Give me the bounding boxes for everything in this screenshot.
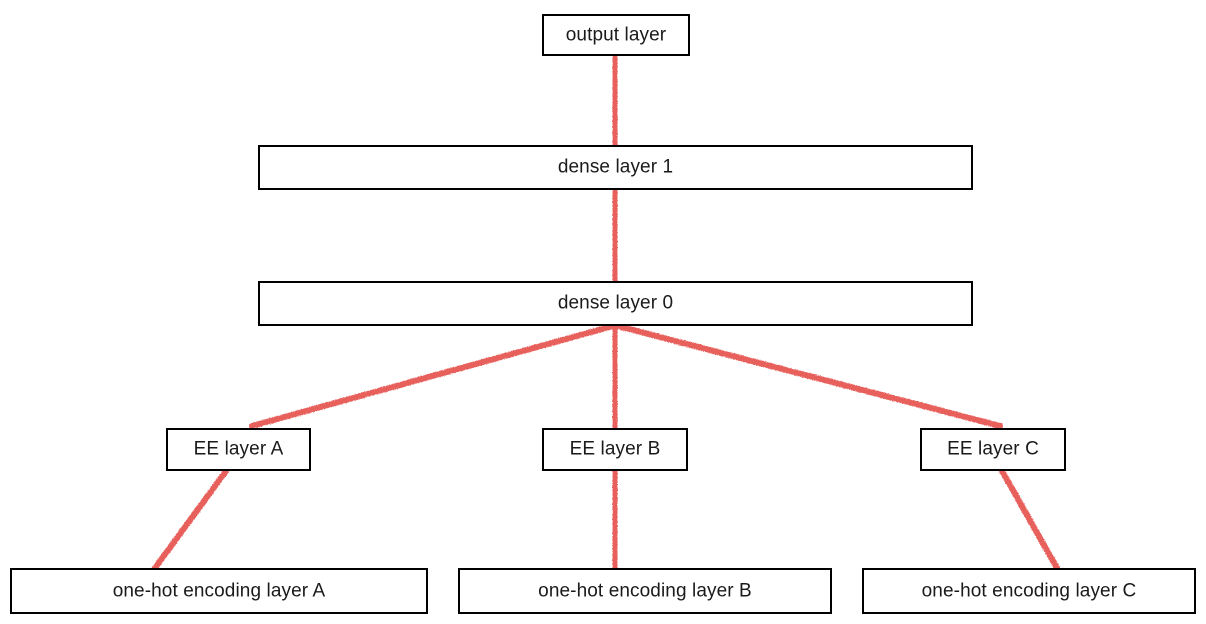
- node-label: one-hot encoding layer B: [538, 580, 752, 601]
- e-dense0-ee_a: [249, 323, 616, 429]
- e-ee_c-onehot_c: [999, 468, 1060, 571]
- node-label: dense layer 1: [557, 156, 674, 178]
- node-one-hot-encoding-layer-b[interactable]: one-hot encoding layer B: [458, 568, 832, 614]
- e-dense0-ee_c: [615, 323, 1003, 429]
- node-ee-layer-b[interactable]: EE layer B: [542, 428, 688, 471]
- node-label: EE layer C: [947, 438, 1039, 460]
- node-ee-layer-c[interactable]: EE layer C: [920, 428, 1066, 471]
- e-ee_a-onehot_a: [152, 468, 229, 571]
- node-label: output layer: [565, 24, 667, 45]
- node-label: one-hot encoding layer C: [921, 580, 1137, 601]
- node-label: dense layer 0: [557, 292, 674, 314]
- node-dense-layer-0[interactable]: dense layer 0: [258, 281, 973, 326]
- node-label: EE layer A: [193, 438, 284, 460]
- node-one-hot-encoding-layer-a[interactable]: one-hot encoding layer A: [10, 568, 428, 614]
- node-label: one-hot encoding layer A: [112, 580, 326, 601]
- node-ee-layer-a[interactable]: EE layer A: [166, 428, 311, 471]
- node-one-hot-encoding-layer-c[interactable]: one-hot encoding layer C: [862, 568, 1196, 614]
- node-label: EE layer B: [569, 438, 661, 460]
- node-output-layer[interactable]: output layer: [542, 14, 690, 56]
- node-dense-layer-1[interactable]: dense layer 1: [258, 145, 973, 190]
